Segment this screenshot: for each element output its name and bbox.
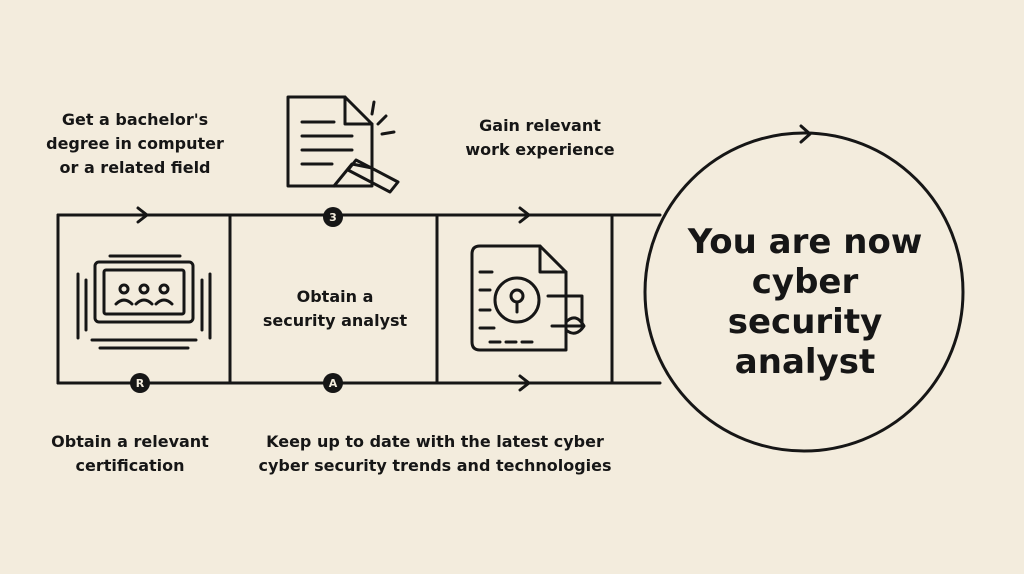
arrow-bottom-2 (518, 374, 531, 392)
badge-bottom-left-label: R (136, 377, 145, 390)
step-security-analyst: Obtain a security analyst (262, 287, 408, 330)
final-goal-text: You are now cyber security analyst (687, 222, 923, 382)
step-certification: Obtain a relevant certification (51, 432, 209, 475)
step-bachelor-degree: Get a bachelor's degree in computer or a… (46, 110, 224, 177)
step-work-experience: Gain relevant work experience (465, 116, 615, 159)
badge-top-3: 3 (323, 207, 343, 227)
padlock-icon (470, 244, 586, 352)
arrow-top-1 (136, 206, 149, 224)
arrow-top-2 (518, 206, 531, 224)
classroom-icon (76, 254, 212, 350)
circle-arrow (799, 124, 812, 144)
badge-bottom-mid-label: A (329, 377, 338, 390)
final-circle (643, 131, 965, 453)
badge-bottom-r: R (130, 373, 150, 393)
badge-top-label: 3 (329, 211, 337, 224)
step-keep-up-to-date: Keep up to date with the latest cyber cy… (258, 432, 612, 475)
badge-bottom-a: A (323, 373, 343, 393)
document-magnifier-icon (286, 95, 400, 194)
